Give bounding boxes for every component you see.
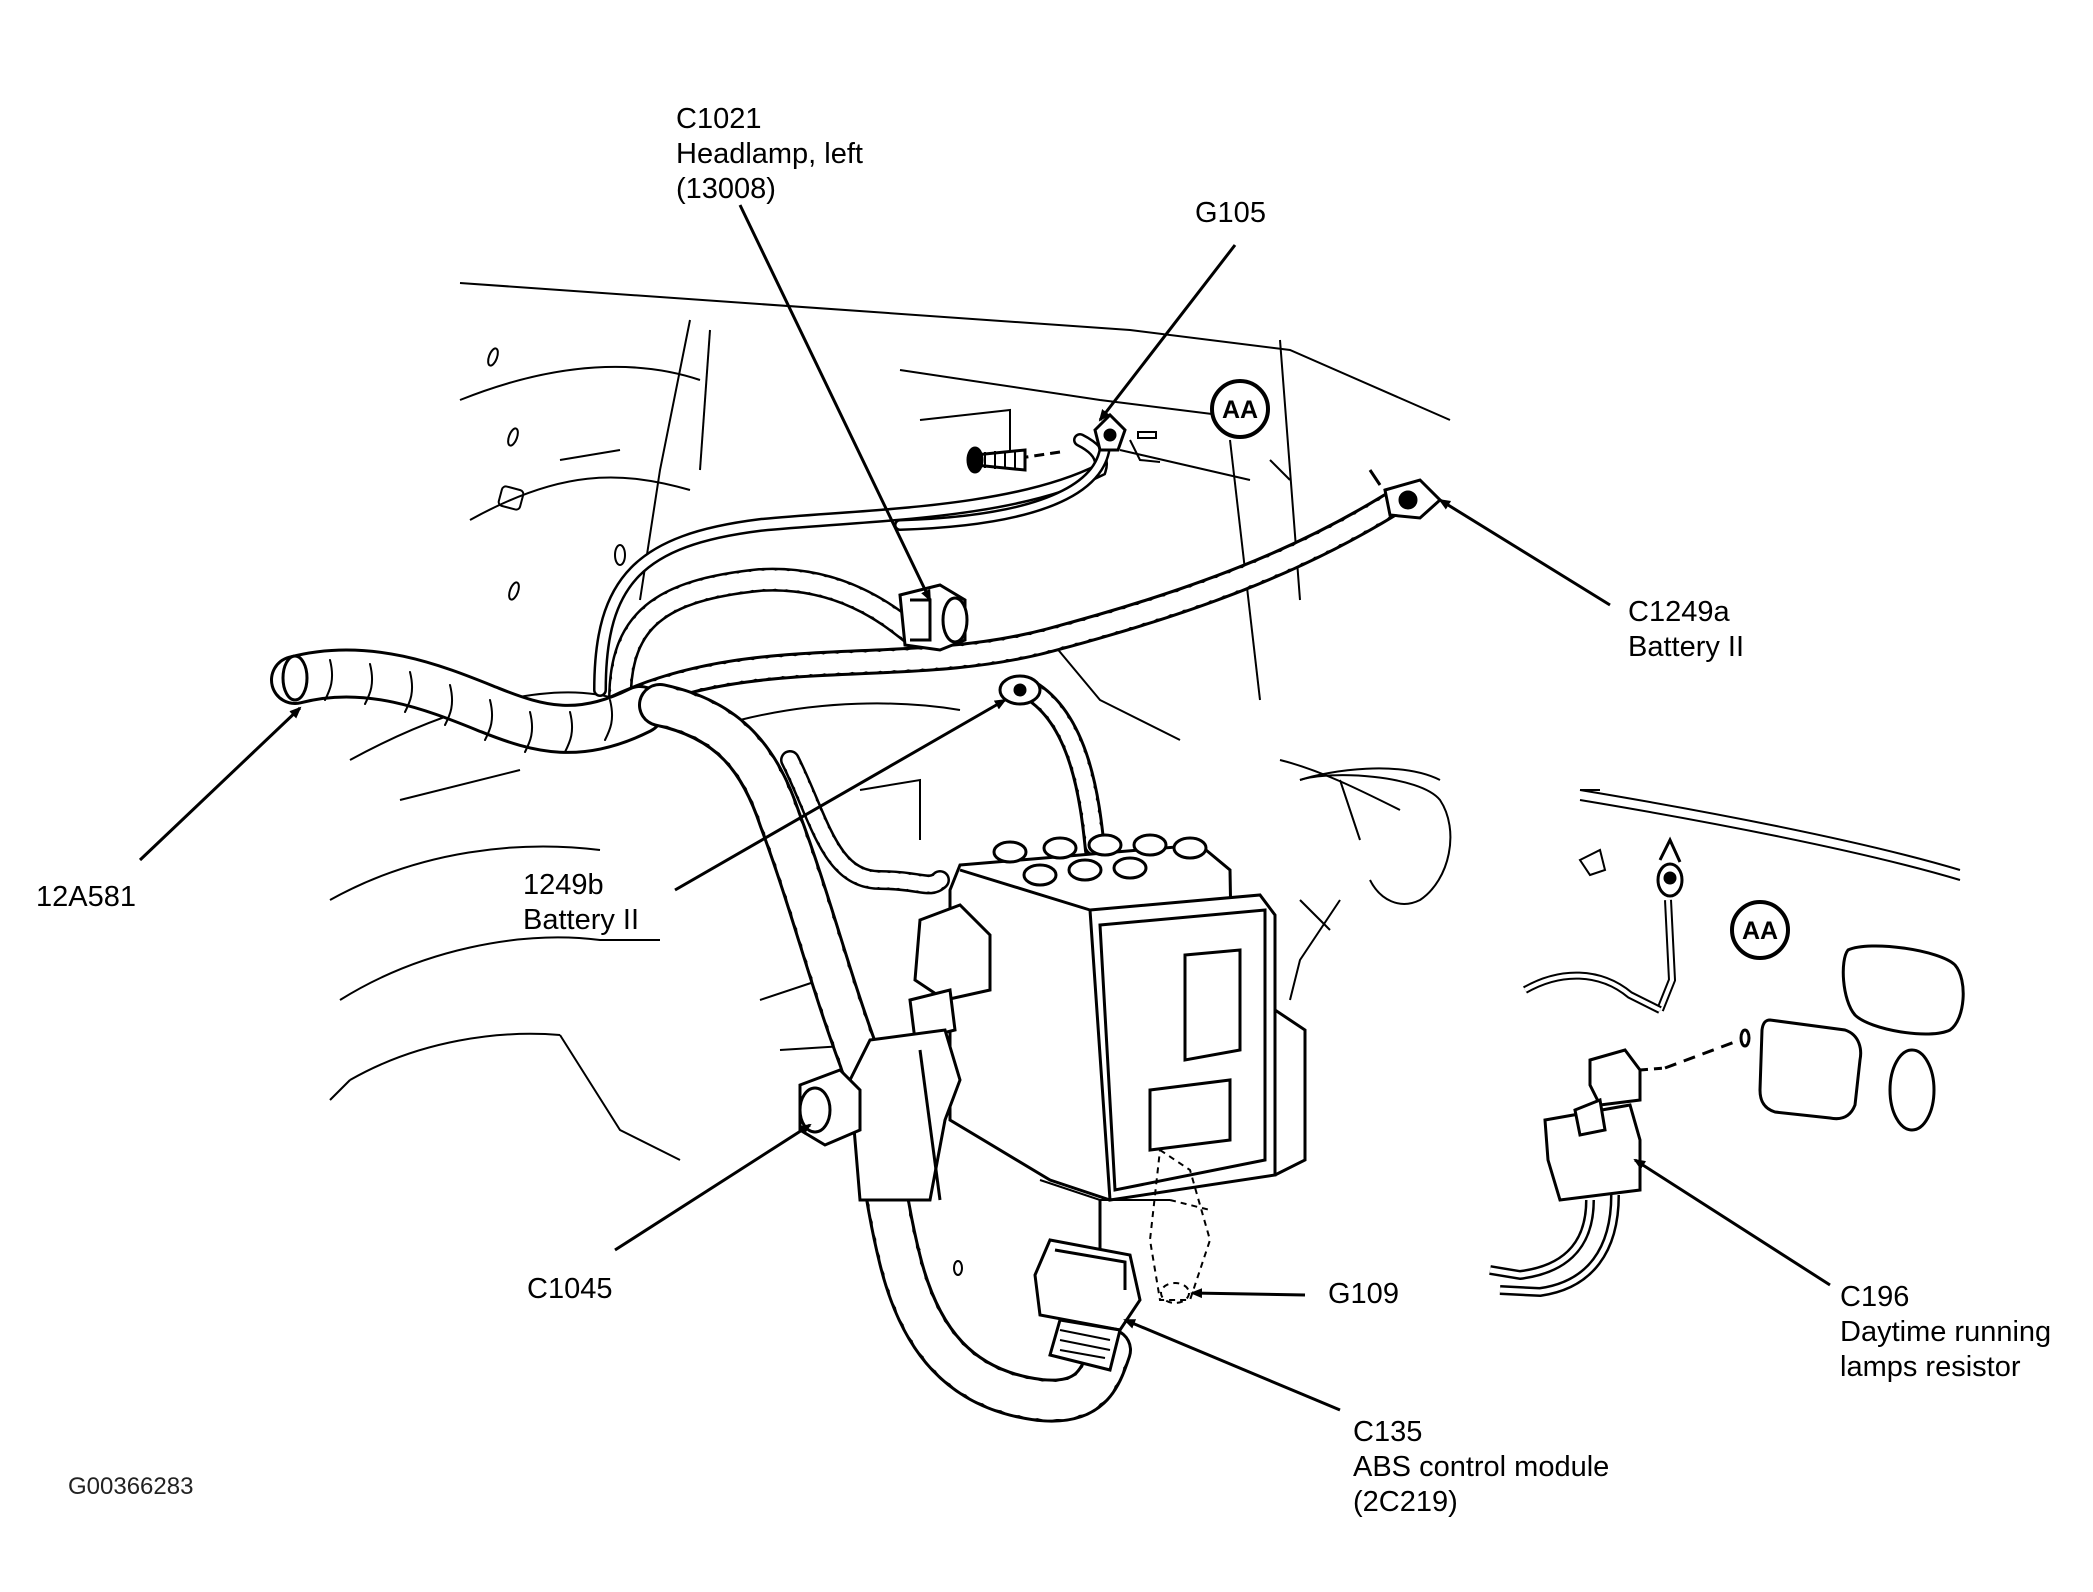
- label-description-2: lamps resistor: [1840, 1351, 2021, 1383]
- callout-c196: C196 Daytime running lamps resistor: [1840, 1280, 2051, 1385]
- aa-reference-marker-top: AA: [1210, 379, 1270, 439]
- abs-control-module: [908, 833, 1307, 1202]
- label-code: C135: [1353, 1416, 1423, 1448]
- leader-c1249a: [1438, 498, 1611, 607]
- label-code: G105: [1195, 197, 1266, 229]
- label-code: C1021: [676, 103, 762, 135]
- detail-aa: [1489, 836, 1965, 1298]
- callout-g105: G105: [1195, 196, 1266, 231]
- callout-1249b: 1249b Battery II: [523, 868, 639, 938]
- label-description: Headlamp, left: [676, 138, 863, 170]
- harness-12A581: [270, 648, 665, 754]
- label-description: Daytime running: [1840, 1316, 2052, 1348]
- c1045-connector: [798, 1068, 862, 1147]
- upper-cables: [593, 433, 1403, 723]
- c1249b-eyelet: [998, 674, 1106, 861]
- abs-bracket: [848, 1028, 962, 1202]
- callout-12a581: 12A581: [36, 880, 136, 915]
- c1249a-connector: [1368, 469, 1443, 520]
- callout-g109: G109: [1328, 1277, 1399, 1312]
- callout-c1249a: C1249a Battery II: [1628, 595, 1744, 665]
- leader-g105: [1098, 244, 1237, 422]
- aa-reference-marker-detail: AA: [1730, 900, 1790, 960]
- callout-c1045: C1045: [527, 1272, 612, 1307]
- leader-c196: [1633, 1158, 1831, 1287]
- label-code: G109: [1328, 1278, 1399, 1310]
- leader-g109: [1190, 1288, 1306, 1299]
- leader-c135: [1123, 1318, 1341, 1412]
- g105-ground: [894, 412, 1161, 531]
- leader-12a581: [138, 706, 302, 862]
- label-code: C1045: [527, 1273, 613, 1305]
- label-code: 1249b: [523, 869, 604, 901]
- panel-fastener-holes: [487, 347, 963, 1276]
- label-part-number: (2C219): [1353, 1486, 1458, 1518]
- c1021-connector: [898, 583, 969, 652]
- label-description: Battery II: [523, 904, 640, 936]
- c135-connector: [1033, 1200, 1142, 1372]
- label-description: ABS control module: [1353, 1451, 1610, 1483]
- g109-ground-bolt: [1148, 1148, 1212, 1304]
- callout-c135: C135 ABS control module (2C219): [1353, 1415, 1609, 1520]
- leader-1249b: [674, 698, 1007, 892]
- leader-c1045: [614, 1123, 812, 1252]
- leader-lines: [138, 204, 1831, 1412]
- label-code: C196: [1840, 1281, 1910, 1313]
- label-code: C1249a: [1628, 596, 1730, 628]
- label-code: 12A581: [36, 881, 136, 913]
- aa-marker-text: AA: [1222, 396, 1258, 424]
- figure-id: G00366283: [68, 1473, 194, 1500]
- leader-c1021: [738, 204, 932, 602]
- label-description: Battery II: [1628, 631, 1745, 663]
- aa-marker-text: AA: [1742, 917, 1778, 945]
- label-part-number: (13008): [676, 173, 776, 205]
- callout-c1021: C1021 Headlamp, left (13008): [676, 102, 863, 207]
